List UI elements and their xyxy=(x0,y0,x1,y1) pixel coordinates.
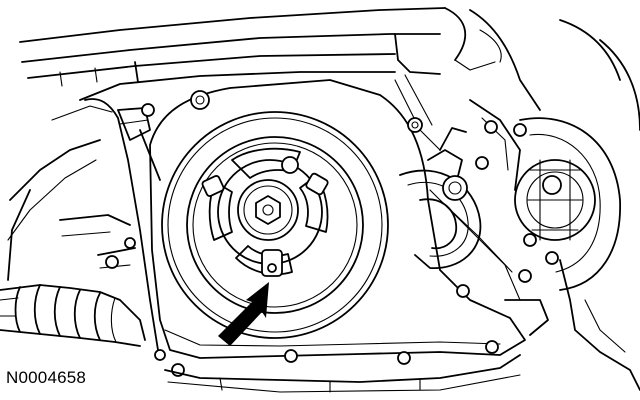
front-cover-housing xyxy=(7,98,161,351)
bolt-icon xyxy=(284,349,298,363)
pulley-slot-left xyxy=(201,175,225,197)
bolt-icon xyxy=(456,284,470,298)
figure-id-label: N0004658 xyxy=(6,368,87,387)
bolt-icon xyxy=(141,103,155,117)
bolt-icon xyxy=(484,120,498,134)
alternator xyxy=(469,19,640,291)
pulley-bolt-hole-top xyxy=(281,156,299,174)
bolt-icon xyxy=(105,255,119,269)
pulley-hub xyxy=(237,179,299,241)
cover-bolts xyxy=(105,90,559,377)
tensioner-bolt xyxy=(442,175,468,201)
bolt-icon xyxy=(485,340,499,354)
bolt-icon xyxy=(475,156,489,170)
bolt-icon xyxy=(397,351,411,365)
callout-arrow xyxy=(218,282,269,346)
bolt-icon xyxy=(154,349,166,361)
timing-cover-outline xyxy=(149,79,526,359)
bolt-icon xyxy=(545,251,559,265)
upper-engine-panel xyxy=(19,7,541,111)
bolt-icon xyxy=(407,117,423,133)
pulley-window-left xyxy=(208,181,233,241)
crankshaft-pulley xyxy=(161,111,389,339)
timing-mark-slot xyxy=(261,249,283,277)
bolt-icon xyxy=(190,90,210,110)
pulley-window-right xyxy=(299,175,329,233)
bolt-icon xyxy=(513,123,527,137)
bolt-icon xyxy=(124,237,136,249)
cv-axle-boot xyxy=(0,284,146,347)
pulley-slot-right xyxy=(305,172,329,196)
fender-edge xyxy=(559,259,640,391)
tensioner-assembly xyxy=(394,74,482,269)
alternator-nut xyxy=(542,175,562,195)
timing-cover-flange xyxy=(164,329,501,347)
bolt-icon xyxy=(518,269,532,283)
timing-mark-hole xyxy=(267,263,277,273)
crankshaft-bolt-head xyxy=(255,195,281,225)
bolt-icon xyxy=(523,233,537,247)
oil-pan-flange xyxy=(164,354,521,383)
